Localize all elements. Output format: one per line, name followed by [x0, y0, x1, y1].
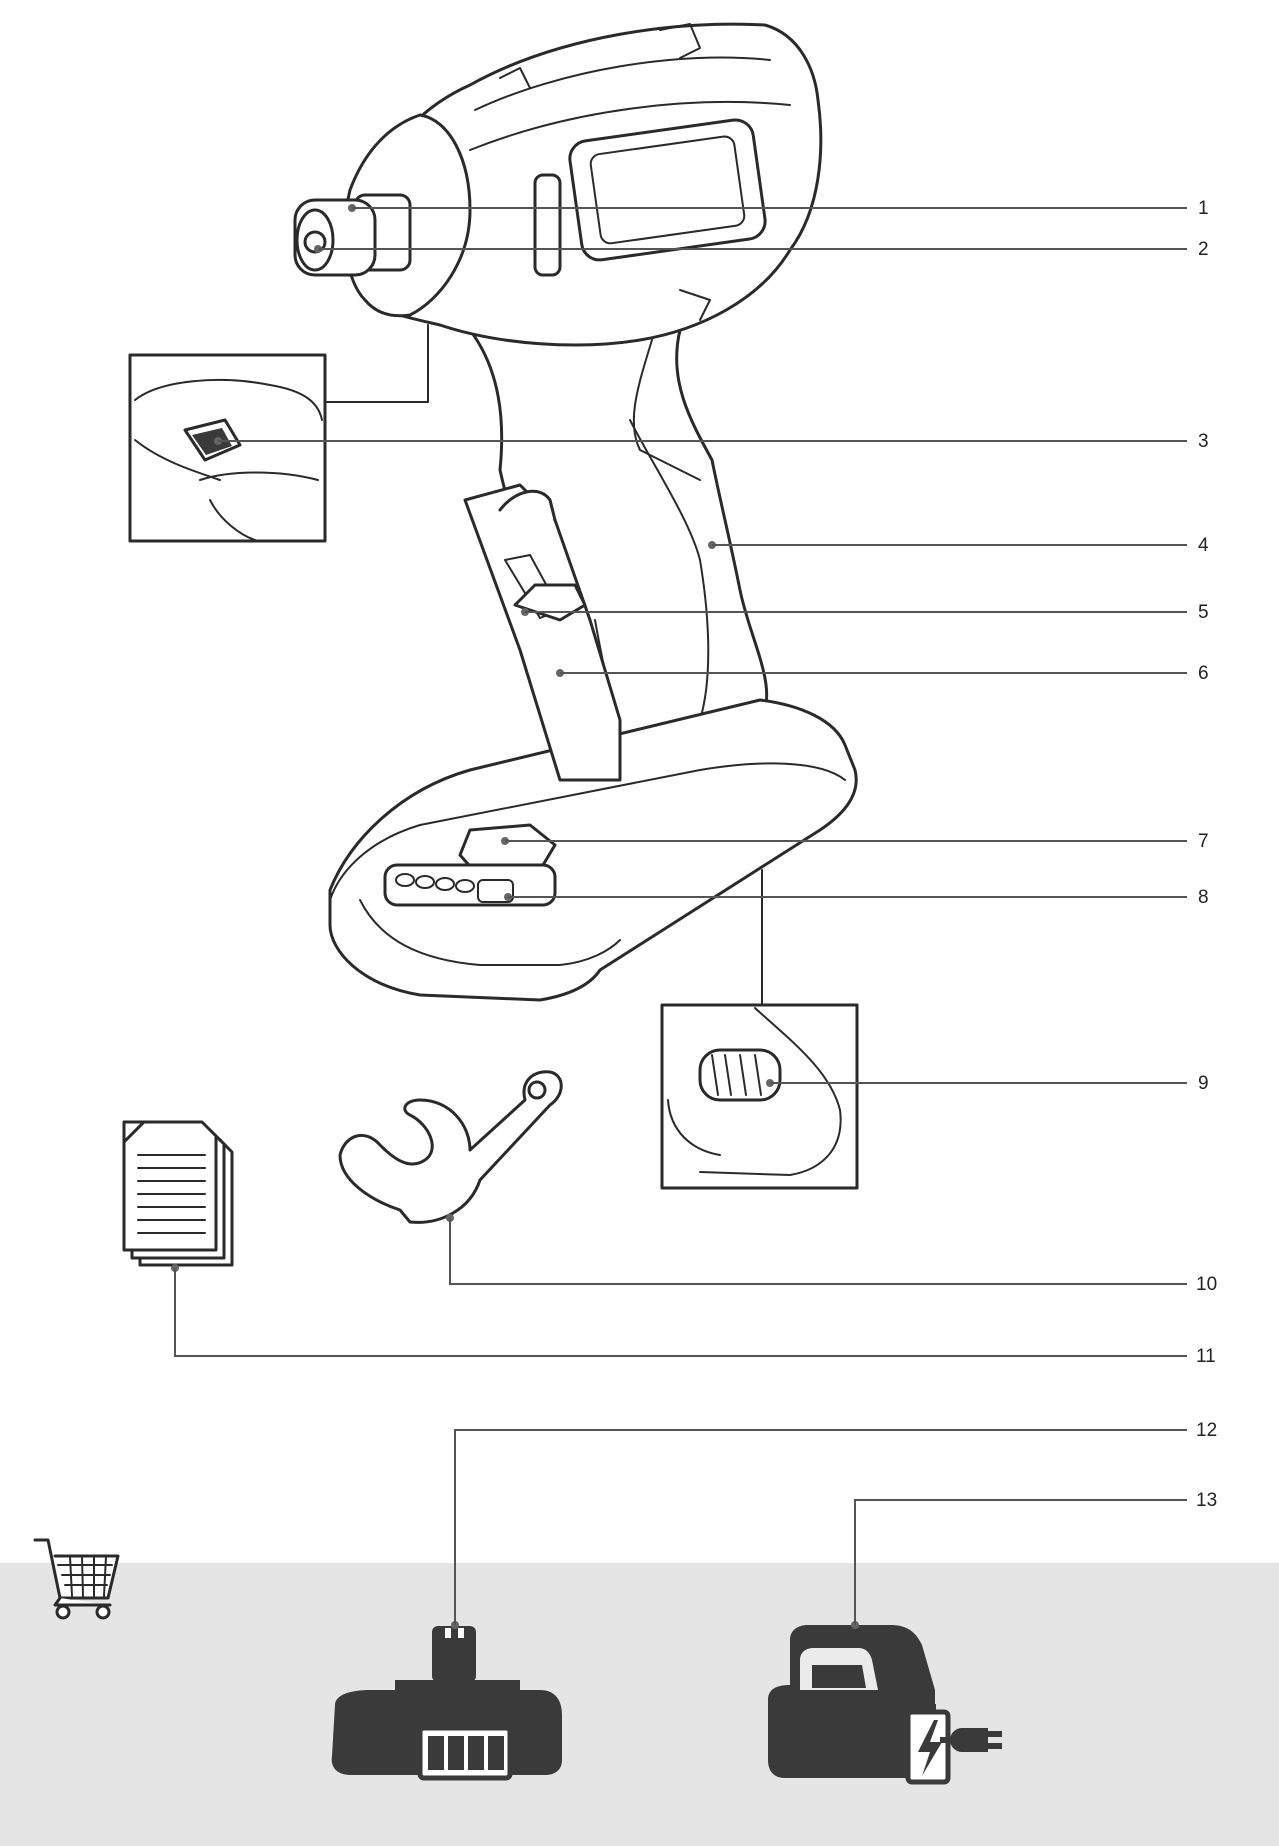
impact-driver-illustration — [293, 22, 858, 1002]
callout-2: 2 — [1198, 239, 1209, 260]
manual-documents — [122, 1120, 234, 1267]
callout-1: 1 — [1198, 198, 1209, 219]
side-vent-window — [568, 118, 767, 262]
callout-11: 11 — [1196, 1346, 1216, 1367]
callout-5: 5 — [1198, 602, 1209, 623]
shopping-cart-icon — [33, 1538, 120, 1620]
leader-13 — [854, 1499, 1187, 1625]
speed-button — [192, 428, 232, 455]
callout-7: 7 — [1198, 831, 1209, 852]
callout-10: 10 — [1196, 1274, 1217, 1295]
charging-battery-icon — [905, 1704, 951, 1785]
leader-11 — [174, 1268, 1187, 1357]
callouts: 1 2 3 4 5 6 7 8 9 10 — [171, 198, 1217, 1629]
callout-12: 12 — [1196, 1420, 1217, 1441]
wrench — [338, 1070, 563, 1224]
callout-6: 6 — [1198, 663, 1209, 684]
callout-3: 3 — [1198, 431, 1209, 452]
inset-speed-button — [128, 353, 327, 543]
power-plug-icon — [940, 1728, 1002, 1752]
callout-13: 13 — [1196, 1490, 1217, 1511]
inset-belt-hook — [660, 869, 859, 1190]
leader-12 — [454, 1429, 1187, 1625]
callout-8: 8 — [1198, 887, 1209, 908]
charger — [768, 1625, 1002, 1785]
battery-pack — [331, 1626, 562, 1781]
callout-4: 4 — [1198, 535, 1209, 556]
callout-9: 9 — [1198, 1073, 1209, 1094]
accessories-band — [0, 1563, 1279, 1846]
battery-foot — [328, 698, 858, 1002]
leader-10 — [449, 1218, 1187, 1285]
